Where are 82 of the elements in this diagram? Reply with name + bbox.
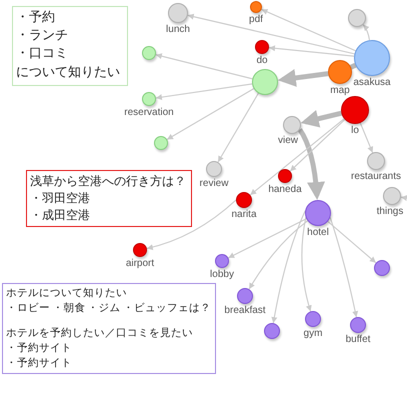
note-box xyxy=(12,6,128,86)
arrow xyxy=(328,221,376,264)
network-node xyxy=(305,311,321,327)
arrow xyxy=(156,53,253,80)
arrow xyxy=(156,83,252,100)
network-node xyxy=(350,317,366,333)
note-text: ・ロビー ・朝食 ・ジム ・ビュッフェは？ xyxy=(6,300,212,316)
connector-line xyxy=(350,62,357,70)
arrow xyxy=(268,45,354,57)
note-text: ・予約 xyxy=(16,9,55,27)
arrow xyxy=(400,194,407,201)
network-node xyxy=(328,60,352,84)
arrow xyxy=(261,8,356,52)
note-text: ・予約サイト xyxy=(6,341,72,356)
network-node xyxy=(283,116,301,134)
node-label: do xyxy=(256,55,268,66)
network-node xyxy=(142,92,156,106)
network-node xyxy=(348,9,366,27)
node-label: gym xyxy=(304,328,322,339)
network-node xyxy=(367,152,385,170)
arrow xyxy=(330,217,358,318)
arrow xyxy=(290,119,346,172)
network-node xyxy=(252,69,278,95)
node-label: pdf xyxy=(249,14,263,25)
network-node xyxy=(354,40,390,76)
network-node xyxy=(278,169,292,183)
network-node xyxy=(168,3,188,23)
node-label: map xyxy=(330,85,350,96)
arrow xyxy=(188,14,355,54)
node-label: asakusa xyxy=(353,77,391,88)
node-label: lobby xyxy=(210,269,234,280)
note-text: ・羽田空港 xyxy=(30,190,90,207)
node-label: buffet xyxy=(346,334,370,345)
note-text: ホテルを予約したい／口コミを見たい xyxy=(6,326,193,342)
network-node xyxy=(142,46,156,60)
network-node xyxy=(255,40,269,54)
arrow xyxy=(301,217,312,312)
node-label: breakfast xyxy=(224,305,266,316)
note-text: 浅草から空港への行き方は？ xyxy=(30,173,186,190)
network-node xyxy=(341,96,369,124)
arrow xyxy=(146,200,236,250)
note-text: ・成田空港 xyxy=(30,206,90,224)
arrow xyxy=(300,110,342,128)
note-text: ホテルについて知りたい xyxy=(6,286,127,301)
network-node xyxy=(264,323,280,339)
node-label: reservation xyxy=(124,107,174,118)
arrow xyxy=(248,220,308,290)
note-text: ・予約サイト xyxy=(6,356,72,370)
network-node xyxy=(237,288,253,304)
network-node xyxy=(250,1,262,13)
arrow xyxy=(278,69,328,87)
note-text: ・口コミ xyxy=(16,45,68,64)
node-label: review xyxy=(200,178,228,189)
note-text: について知りたい xyxy=(16,64,120,82)
node-label: lo xyxy=(351,125,359,136)
note-text: ・ランチ xyxy=(16,27,68,46)
node-label: lunch xyxy=(166,24,190,35)
arrow xyxy=(228,218,307,258)
network-node xyxy=(374,260,390,276)
arrow xyxy=(362,24,370,40)
arrow xyxy=(271,210,306,324)
arrow xyxy=(298,128,325,200)
note-box xyxy=(2,283,216,374)
network-node xyxy=(215,254,229,268)
arrow xyxy=(218,92,259,162)
network-node xyxy=(206,161,222,177)
network-node xyxy=(236,192,252,208)
node-label: airport xyxy=(126,258,154,269)
node-label: narita xyxy=(232,209,256,220)
arrow xyxy=(250,118,344,196)
arrow xyxy=(166,88,254,140)
network-node xyxy=(305,200,331,226)
node-label: restaurants xyxy=(350,171,402,182)
node-label: haneda xyxy=(268,184,302,195)
node-label: things xyxy=(376,206,404,217)
network-node xyxy=(154,136,168,150)
network-node xyxy=(133,243,147,257)
arrow xyxy=(360,122,374,153)
network-node xyxy=(383,187,401,205)
note-box xyxy=(26,170,192,228)
node-label: view xyxy=(278,135,298,146)
node-label: hotel xyxy=(307,227,329,238)
